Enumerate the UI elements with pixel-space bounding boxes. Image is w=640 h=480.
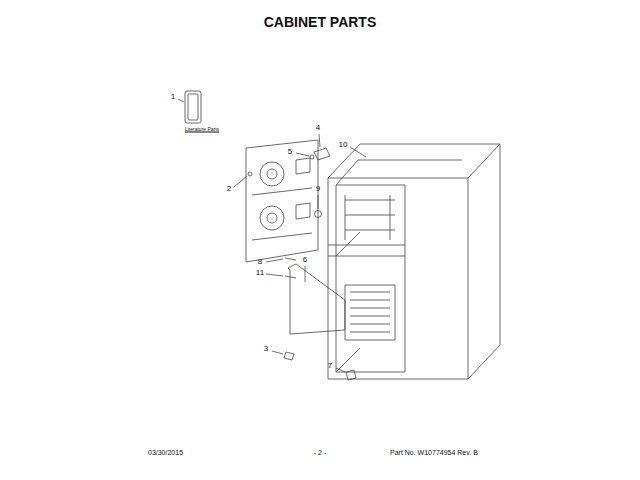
footer-date: 03/30/2015 <box>148 449 183 456</box>
callout-number: 10 <box>339 141 348 149</box>
callout-number: 8 <box>258 258 262 266</box>
callout-number: 4 <box>316 124 320 132</box>
callout-number: 3 <box>264 345 268 353</box>
callout-number: 11 <box>256 269 264 277</box>
footer-part-number: Part No. W10774954 Rev. B <box>390 449 478 456</box>
page-title: CABINET PARTS <box>264 15 377 29</box>
screw-part <box>248 172 252 176</box>
cabinet-body <box>328 144 500 379</box>
literature-icon-inner <box>188 94 198 120</box>
leader-lines <box>178 99 366 372</box>
callout-number: 9 <box>316 185 320 193</box>
foot-part <box>346 370 356 380</box>
bracket-part <box>314 148 330 160</box>
callout-number: 2 <box>227 185 231 193</box>
clip-part <box>284 352 294 360</box>
screw-part <box>285 258 296 278</box>
callout-number: 5 <box>288 148 292 156</box>
footer-page: - 2 - <box>314 449 326 456</box>
callout-number: 1 <box>171 93 175 101</box>
screw-part <box>310 155 314 159</box>
literature-icon <box>185 91 201 123</box>
grommet-part <box>315 211 322 218</box>
cover-panel <box>288 264 345 334</box>
literature-label: Literature Parts <box>185 127 219 132</box>
callout-number: 6 <box>303 256 307 264</box>
back-panel <box>246 140 318 262</box>
callout-number: 7 <box>328 362 332 370</box>
